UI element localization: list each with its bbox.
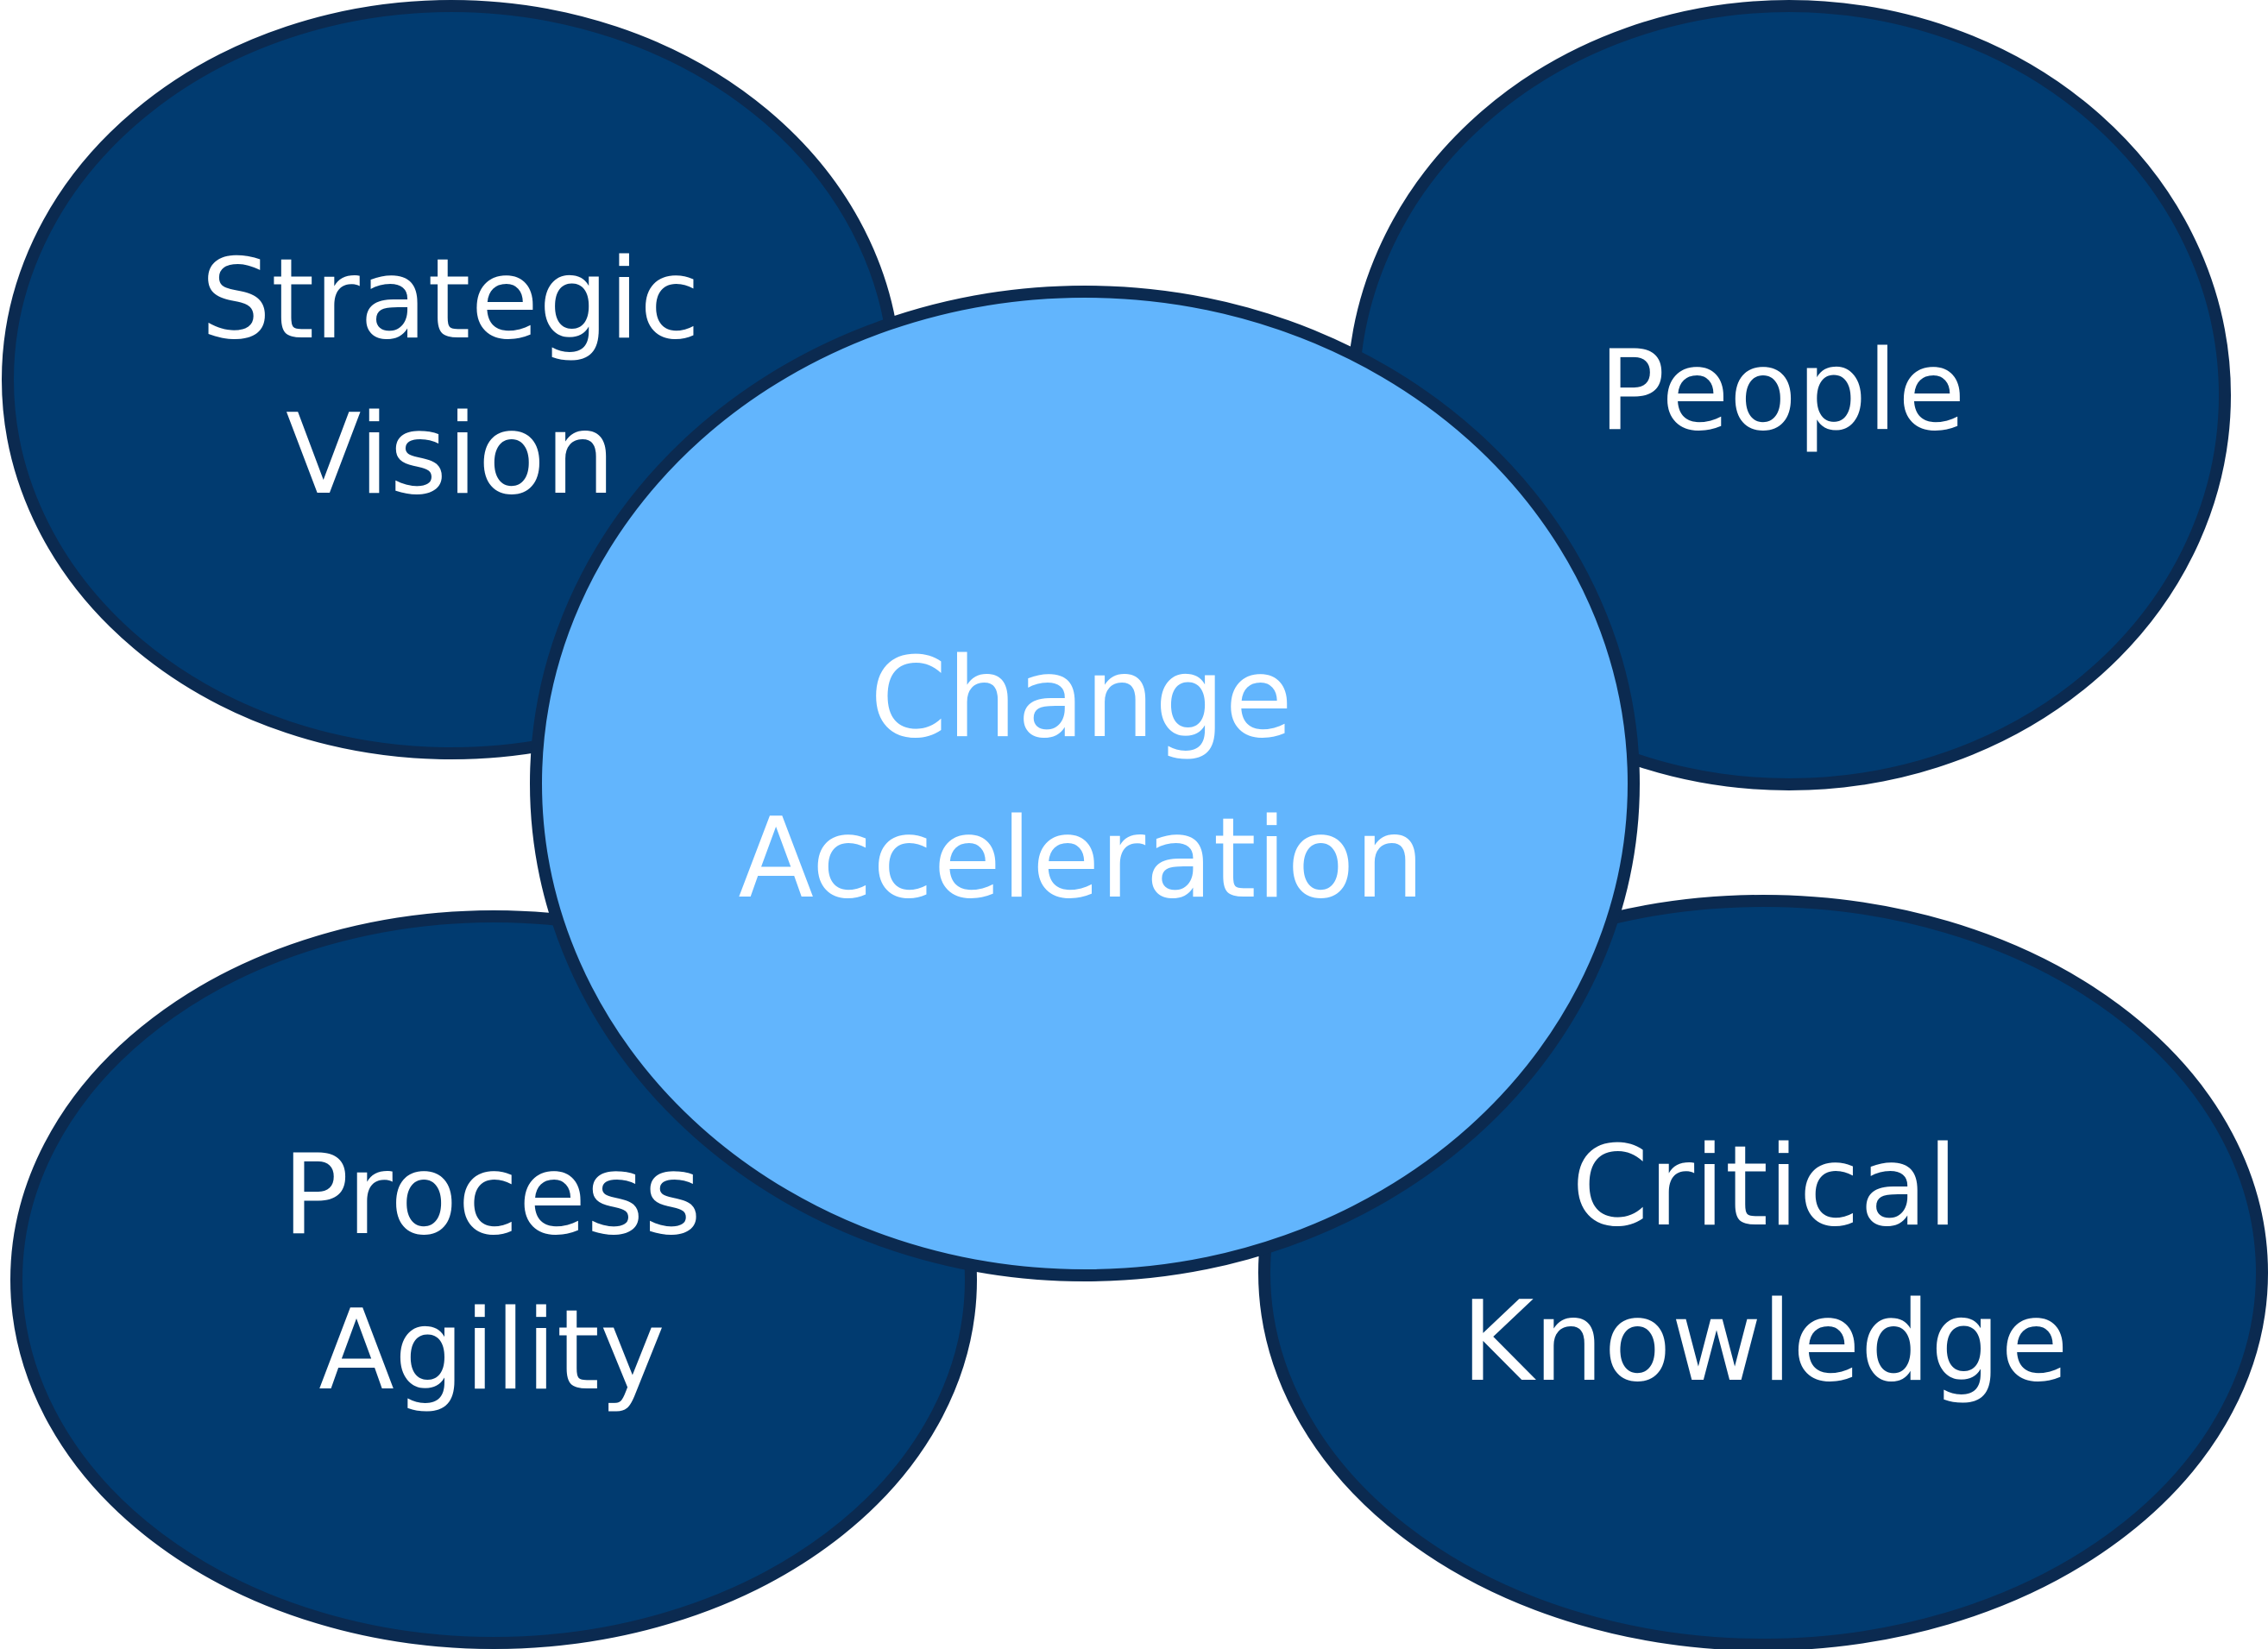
center-label-line2: Acceleration <box>738 795 1424 923</box>
critical-knowledge-label-line2: Knowledge <box>1461 1278 2069 1407</box>
process-agility-label-line1: Process <box>282 1131 702 1260</box>
process-agility-label-line2: Agility <box>318 1287 665 1415</box>
strategic-vision-label-line2: Vision <box>286 391 615 519</box>
node-center <box>530 286 1640 1281</box>
people-label: People <box>1598 327 1965 456</box>
critical-knowledge-label-line1: Critical <box>1572 1123 1958 1251</box>
center-label-line1: Change <box>870 634 1293 763</box>
strategic-vision-label-line1: Strategic <box>201 236 701 364</box>
center-ellipse <box>530 286 1640 1281</box>
